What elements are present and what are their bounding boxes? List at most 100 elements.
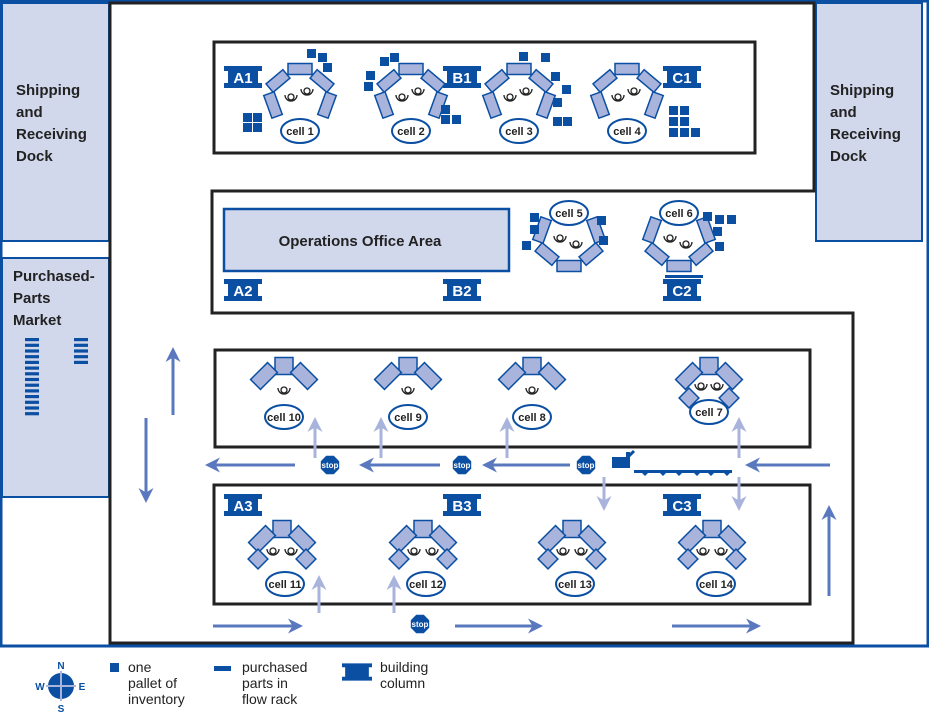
operator-icon (528, 386, 536, 394)
inventory-pallet (680, 117, 689, 126)
workstation (506, 62, 532, 76)
manufacturing-cell-13[interactable]: cell 13 (537, 519, 607, 597)
operations-office-area[interactable] (222, 207, 511, 273)
workstation (413, 361, 443, 391)
inventory-pallet (307, 49, 316, 58)
workstation (677, 524, 707, 554)
workstation (556, 259, 582, 273)
building-column-a2: A2 (224, 279, 262, 301)
workstation (388, 548, 410, 570)
manufacturing-cell-14[interactable]: cell 14 (677, 519, 747, 597)
manufacturing-cell-9[interactable]: cell 9 (373, 356, 443, 430)
workstation (614, 62, 640, 76)
workstation (537, 524, 567, 554)
cell-label: cell 9 (394, 412, 422, 424)
flow-rack-slot (25, 389, 39, 393)
workstation (522, 356, 542, 376)
building-column-a1: A1 (224, 66, 262, 88)
left-shipping-dock[interactable] (1, 2, 110, 242)
operator-icon (559, 547, 567, 555)
manufacturing-cell-4[interactable]: cell 4 (589, 62, 665, 144)
legend: N S E W one pallet of inventory purchase… (35, 659, 428, 714)
workstation (714, 361, 744, 391)
pallet-legend-label: one pallet of inventory (128, 659, 185, 707)
operator-icon (614, 93, 622, 101)
svg-text:A1: A1 (233, 70, 252, 87)
manufacturing-cell-11[interactable]: cell 11 (247, 519, 317, 597)
flow-rack-slot (25, 372, 39, 376)
inventory-pallet (715, 242, 724, 251)
flow-rack-slot (74, 338, 88, 342)
cell-label: cell 8 (518, 412, 546, 424)
manufacturing-cell-3[interactable]: cell 3 (481, 62, 557, 144)
inventory-pallet (364, 82, 373, 91)
workstation (695, 215, 717, 245)
operator-icon (572, 240, 580, 248)
workstation (274, 356, 294, 376)
purchased-parts-market[interactable] (1, 257, 110, 498)
workstation (577, 524, 607, 554)
svg-text:stop: stop (578, 461, 595, 470)
inventory-pallet (530, 213, 539, 222)
flow-rack-slot (25, 377, 39, 382)
workstation (398, 62, 424, 76)
operator-icon (697, 382, 705, 390)
manufacturing-cell-7[interactable]: cell 7 (674, 356, 744, 425)
flow-rack-slot (74, 360, 88, 364)
inventory-pallet (727, 215, 736, 224)
workstation (398, 356, 418, 376)
inventory-pallet (253, 123, 262, 132)
operator-icon (414, 87, 422, 95)
manufacturing-cell-2[interactable]: cell 2 (373, 62, 449, 144)
flow-rack-slot (25, 355, 39, 359)
tugger-train[interactable] (612, 449, 732, 476)
inventory-pallet (669, 128, 678, 137)
flow-rack (665, 275, 703, 278)
pallet-legend-icon (110, 663, 119, 672)
manufacturing-cell-12[interactable]: cell 12 (388, 519, 458, 597)
inventory-pallet (390, 53, 399, 62)
inventory-pallet (553, 117, 562, 126)
svg-text:B3: B3 (452, 498, 471, 515)
building-column-c1: C1 (663, 66, 701, 88)
svg-text:C1: C1 (672, 70, 691, 87)
stop-sign: stop (320, 455, 340, 475)
inventory-pallet (522, 241, 531, 250)
office-label: Operations Office Area (279, 233, 442, 250)
svg-text:stop: stop (412, 620, 429, 629)
workstation (527, 68, 555, 94)
right-shipping-dock[interactable] (815, 2, 923, 242)
compass-icon: N S E W (35, 661, 85, 714)
svg-text:stop: stop (322, 461, 339, 470)
manufacturing-cell-10[interactable]: cell 10 (249, 356, 319, 430)
svg-text:C3: C3 (672, 498, 691, 515)
workstation (717, 524, 747, 554)
operator-icon (682, 240, 690, 248)
workstation (678, 387, 700, 409)
workstation (295, 548, 317, 570)
operator-icon (404, 386, 412, 394)
manufacturing-cell-8[interactable]: cell 8 (497, 356, 567, 430)
flow-rack-slot (25, 406, 39, 410)
flow-rack-right (74, 338, 88, 364)
cell-label: cell 6 (665, 208, 693, 220)
flow-rack-slot (25, 360, 39, 364)
operator-icon (428, 547, 436, 555)
workstation (699, 356, 719, 376)
svg-text:B2: B2 (452, 283, 471, 300)
manufacturing-cell-1[interactable]: cell 1 (262, 62, 338, 144)
inventory-pallet (597, 216, 606, 225)
svg-text:E: E (79, 682, 86, 693)
workstation (308, 68, 336, 94)
inventory-pallet (562, 85, 571, 94)
manufacturing-cell-6[interactable]: cell 6 (641, 200, 717, 273)
inventory-pallet (713, 227, 722, 236)
inventory-pallet (553, 98, 562, 107)
inventory-pallet (243, 113, 252, 122)
workstation (641, 215, 663, 245)
svg-text:C2: C2 (672, 283, 691, 300)
svg-text:stop: stop (454, 461, 471, 470)
operator-icon (577, 547, 585, 555)
cell-label: cell 14 (699, 579, 734, 591)
